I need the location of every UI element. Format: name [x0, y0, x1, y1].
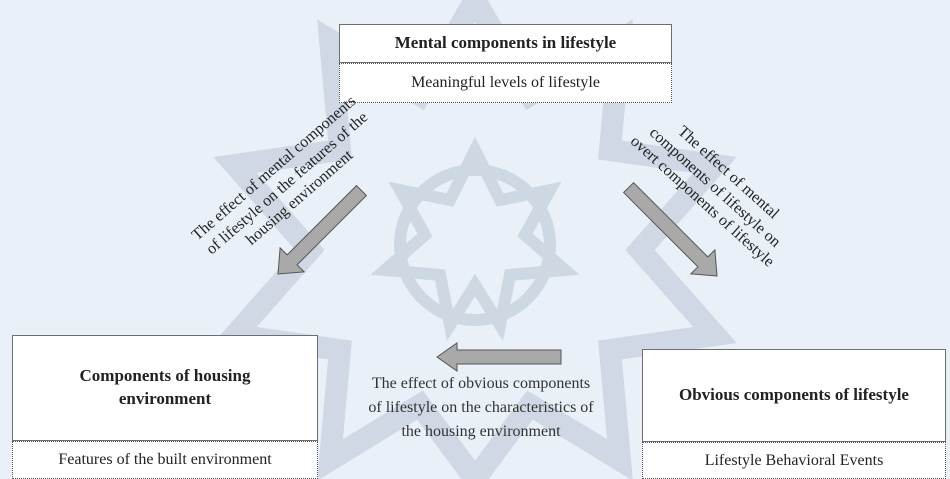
effect-obvious-to-housing-label: The effect of obvious components of life… — [322, 372, 640, 444]
effect-obvious-to-housing-line-2: of lifestyle on the characteristics of — [368, 399, 594, 416]
mental-components-subtitle: Meaningful levels of lifestyle — [339, 63, 672, 103]
arrow-mental-to-housing — [277, 184, 368, 275]
effect-obvious-to-housing-line-1: The effect of obvious components — [371, 375, 591, 392]
arrow-mental-to-obvious — [622, 181, 718, 277]
obvious-components-title: Obvious components of lifestyle — [642, 349, 946, 442]
watermark-star-outer — [213, 0, 737, 479]
housing-environment-title: Components of housing environment — [12, 335, 318, 441]
obvious-components-subtitle: Lifestyle Behavioral Events — [642, 442, 946, 479]
mental-components-title: Mental components in lifestyle — [339, 24, 672, 63]
housing-environment-subtitle: Features of the built environment — [12, 441, 318, 479]
effect-obvious-to-housing-line-3: the housing environment — [401, 423, 561, 440]
watermark-ring — [394, 164, 556, 326]
arrow-obvious-to-housing — [436, 342, 562, 372]
